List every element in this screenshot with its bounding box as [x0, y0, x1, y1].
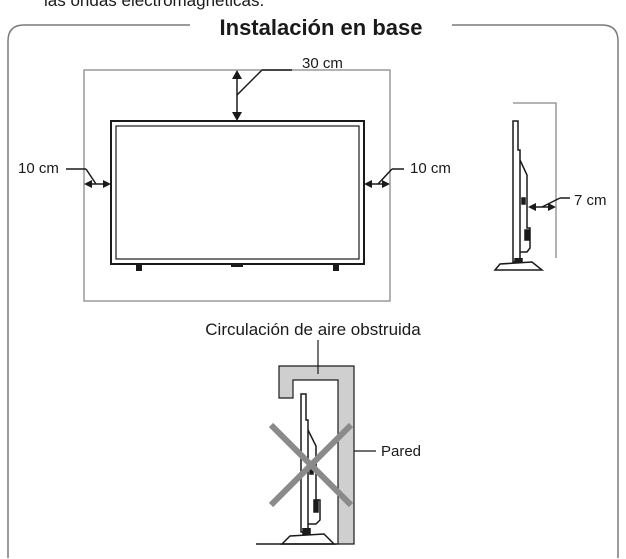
wall-alcove: [278, 365, 355, 545]
tv-side-obstructed: [256, 393, 338, 545]
wall-label: Pared: [381, 443, 421, 460]
tv-side-view: [493, 120, 545, 271]
section-title: Instalación en base: [220, 15, 423, 40]
obstructed-caption: Circulación de aire obstruida: [205, 320, 421, 339]
rear-clearance-arrow: [528, 197, 570, 211]
left-clearance-label: 10 cm: [18, 160, 59, 177]
side-wall-line: [513, 102, 557, 258]
top-clearance-label: 30 cm: [302, 55, 343, 72]
top-cut-text: las ondas electromagnéticas.: [44, 0, 264, 10]
top-clearance-arrow: [232, 69, 292, 121]
right-clearance-label: 10 cm: [410, 160, 451, 177]
tv-front-view: [110, 120, 365, 271]
prohibited-cross-icon: [268, 422, 354, 508]
left-clearance-arrow: [66, 168, 111, 188]
rear-clearance-label: 7 cm: [574, 192, 607, 209]
right-clearance-arrow: [364, 168, 404, 188]
outer-frame: [7, 24, 619, 558]
